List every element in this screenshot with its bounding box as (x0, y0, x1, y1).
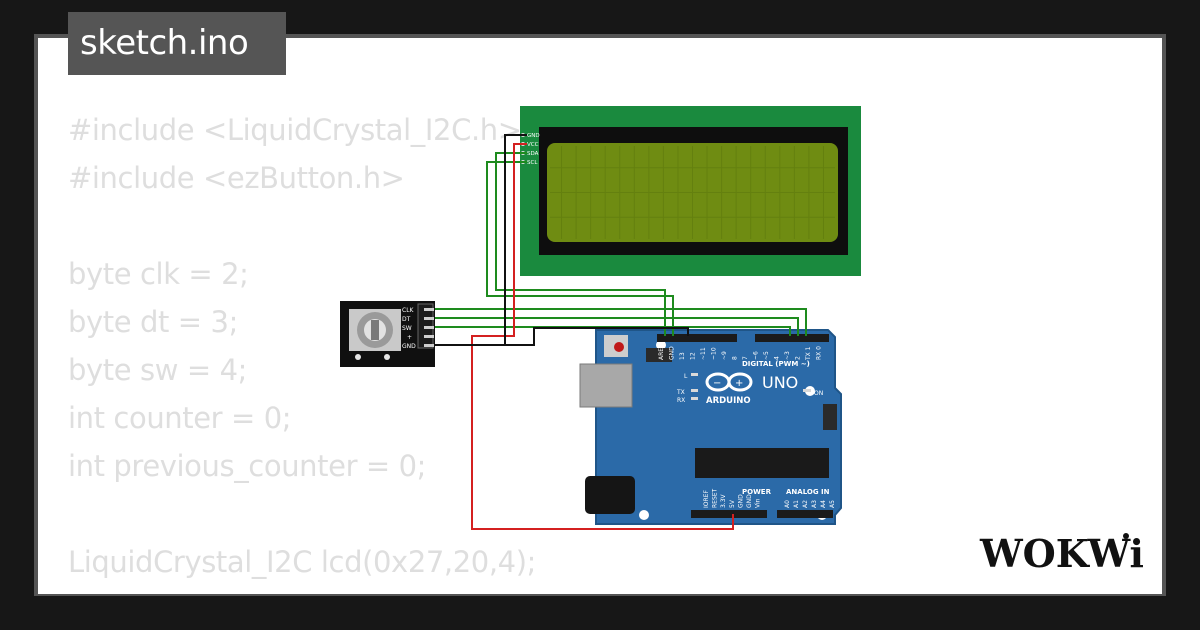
wokwi-logo: WOKWi (979, 531, 1144, 576)
code-preview: #include <LiquidCrystal_I2C.h> #include <… (68, 106, 536, 594)
wire-dt (435, 317, 799, 336)
pin-label: RX 0 (816, 346, 823, 360)
pin-label: ~11 (700, 347, 707, 360)
pin-label: 5V (729, 499, 736, 508)
pin-label: 13 (679, 352, 686, 360)
encoder-pin-sw: SW (402, 325, 412, 332)
wire-sda (495, 152, 666, 336)
lcd-pin-labels: GND VCC SDA SCL (527, 133, 540, 166)
pin-label: TX 1 (805, 346, 812, 361)
code-line: int previous_counter = 0; (68, 449, 427, 483)
pin-label: A3 (811, 500, 818, 508)
on-led-label: ON (814, 390, 823, 397)
code-line: #include <ezButton.h> (68, 161, 405, 195)
wire-gnd-arduino (505, 327, 689, 346)
arduino-model-label: UNO (762, 373, 798, 392)
pin-label: 12 (690, 352, 697, 360)
lcd-display[interactable]: GND VCC SDA SCL (520, 106, 861, 276)
encoder-pin-plus: + (407, 334, 412, 341)
pin-label: 3.3V (720, 493, 727, 508)
wire-gnd-encoder (435, 134, 527, 346)
code-line: byte sw = 4; (68, 353, 247, 387)
file-title[interactable]: sketch.ino (68, 12, 286, 75)
wire-vcc (471, 143, 734, 530)
l-led-label: L (684, 373, 688, 380)
svg-text:−: − (713, 378, 721, 389)
power-header-label: POWER (742, 488, 772, 496)
arduino-brand-label: ARDUINO (706, 396, 751, 406)
pin-label: IOREF (703, 490, 710, 508)
pin-label: A2 (802, 500, 809, 508)
code-line: byte dt = 3; (68, 305, 238, 339)
pin-label: GND (669, 346, 676, 360)
pin-label: ~3 (784, 351, 791, 360)
rx-led-label: RX (677, 397, 685, 404)
lcd-pin-gnd: GND (527, 133, 540, 139)
code-line: ezButton button(sw); (68, 586, 536, 594)
pin-label: ~6 (753, 351, 760, 360)
lcd-pin-sda: SDA (527, 151, 539, 157)
pin-label: 2 (795, 356, 802, 360)
wire-clk (435, 308, 807, 336)
code-line: byte clk = 2; (68, 257, 249, 291)
encoder-pin-dt: DT (402, 316, 411, 323)
wires (435, 134, 807, 530)
svg-text:WOKWi: WOKWi (979, 531, 1144, 576)
pin-label: A1 (793, 500, 800, 508)
svg-text:+: + (735, 378, 743, 389)
pin-label: Vin (755, 498, 762, 508)
pin-label: ~10 (711, 347, 718, 360)
arduino-logo-icon (705, 372, 753, 392)
digital-header-label: DIGITAL (PWM ~) (742, 360, 810, 368)
pin-label: 8 (732, 356, 739, 360)
pin-label: AREF (658, 344, 665, 360)
encoder-pin-clk: CLK (402, 307, 415, 314)
lcd-pin-vcc: VCC (527, 142, 539, 148)
code-line: LiquidCrystal_I2C lcd(0x27,20,4); (68, 545, 536, 579)
pin-label: ~5 (763, 351, 770, 360)
pin-label: GND (737, 494, 744, 508)
pin-label: RESET (712, 488, 719, 508)
code-line: int counter = 0; (68, 401, 292, 435)
lcd-pin-scl: SCL (527, 160, 538, 166)
pin-label: A4 (820, 500, 827, 508)
pin-label: 7 (742, 356, 749, 360)
pin-label: GND (746, 494, 753, 508)
tx-led-label: TX (676, 389, 685, 396)
pin-label: 4 (774, 356, 781, 360)
encoder-pin-gnd: GND (402, 343, 416, 350)
code-line: #include <LiquidCrystal_I2C.h> (68, 113, 522, 147)
pin-label: ~9 (721, 351, 728, 360)
rotary-encoder[interactable]: CLK DT SW + GND (340, 301, 435, 367)
pin-label: A0 (784, 500, 791, 508)
pin-label: A5 (829, 500, 836, 508)
analog-header-label: ANALOG IN (786, 488, 830, 496)
